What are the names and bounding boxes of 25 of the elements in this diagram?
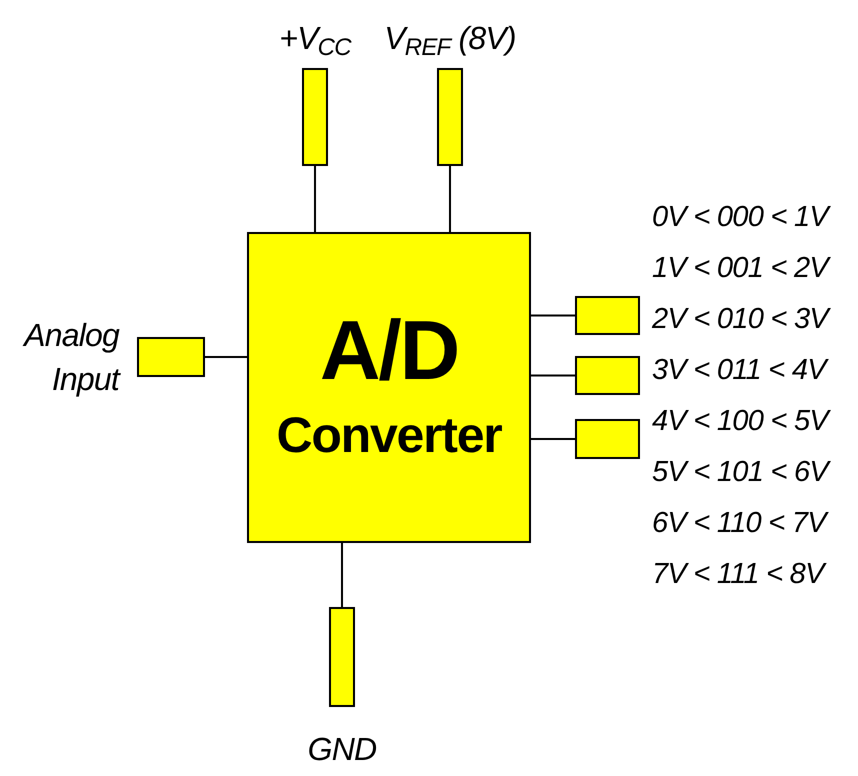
code-range-label: 5V < 101 < 6V xyxy=(652,447,858,498)
pin-label: V$_{REF}$ (8V) xyxy=(384,19,516,62)
pin-terminal xyxy=(575,419,640,459)
connector-line xyxy=(531,374,575,376)
connector-line xyxy=(531,314,575,316)
code-range-label: 1V < 001 < 2V xyxy=(652,243,858,294)
connector-line xyxy=(314,166,316,232)
code-range-label: 0V < 000 < 1V xyxy=(652,192,858,243)
pin-label: Analog Input xyxy=(22,316,119,399)
converter-block xyxy=(247,232,531,543)
code-range-label: 6V < 110 < 7V xyxy=(652,498,858,549)
block-subtitle: Converter xyxy=(276,406,502,466)
code-range-label: 3V < 011 < 4V xyxy=(652,345,858,396)
pin-terminal xyxy=(575,356,640,395)
connector-line xyxy=(449,166,451,232)
connector-line xyxy=(531,438,575,440)
code-range-label: 4V < 100 < 5V xyxy=(652,396,858,447)
pin-label: GND xyxy=(308,730,376,769)
code-range-label: 2V < 010 < 3V xyxy=(652,294,858,345)
pin-terminal xyxy=(575,296,640,335)
code-range-label: 7V < 111 < 8V xyxy=(652,549,858,600)
connector-line xyxy=(341,543,343,607)
pin-label: +V$_{CC}$ xyxy=(279,19,351,62)
connector-line xyxy=(205,356,247,358)
block-title: A/D xyxy=(320,308,458,392)
